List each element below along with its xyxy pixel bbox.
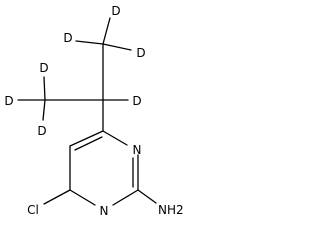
atom-nh2: NH2 xyxy=(158,203,184,217)
bond-c5-c4 xyxy=(69,130,104,147)
atom-cl: Cl xyxy=(27,203,39,217)
atom-d-lower-left: D xyxy=(37,124,46,138)
bond-c4-n3 xyxy=(102,130,128,146)
atom-d-far-left: D xyxy=(4,94,13,108)
bond-c2-nh2 xyxy=(137,189,157,204)
bond-c2-n1 xyxy=(112,189,139,206)
bond-lower-methyl-d-mid xyxy=(43,76,46,101)
bond-n1-c6 xyxy=(69,189,96,206)
chemical-structure: D D D D D D D N N Cl NH2 xyxy=(4,4,183,218)
bond-c5-c4-inner xyxy=(74,136,103,151)
atom-labels: D D D D D D D N N Cl NH2 xyxy=(4,4,183,218)
atom-d-upper-left: D xyxy=(63,31,72,45)
bond-upper-methyl-d-top xyxy=(102,17,111,45)
atom-n3: N xyxy=(133,143,142,157)
atom-n1: N xyxy=(100,204,109,218)
bond-upper-methyl-d-right xyxy=(102,43,132,51)
bond-lower-methyl-d-lower xyxy=(42,99,46,121)
atom-d-top: D xyxy=(111,4,120,18)
bonds xyxy=(17,17,157,206)
atom-d-mid-left: D xyxy=(39,61,48,75)
bond-upper-methyl-d-left xyxy=(75,40,104,45)
atom-d-methine: D xyxy=(132,94,141,108)
atom-d-upper-right: D xyxy=(136,46,145,60)
bond-c6-cl xyxy=(43,189,71,205)
